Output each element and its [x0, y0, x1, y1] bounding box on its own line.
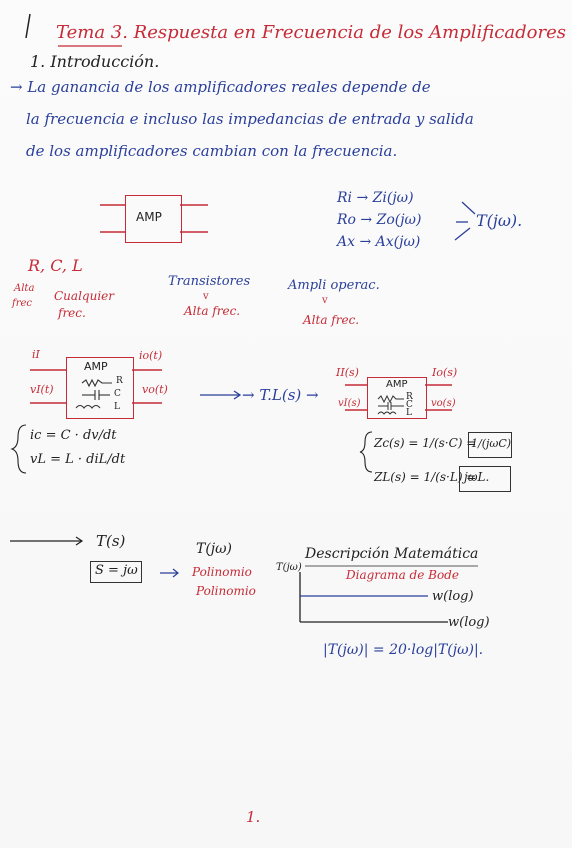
left-vi-label: vI(t): [30, 383, 54, 396]
ampli-sub: Alta frec.: [303, 313, 360, 327]
right-zl-box: [459, 466, 511, 492]
polinomio-1: Polinomio: [192, 565, 252, 579]
ts-arrow-head: [75, 536, 84, 546]
right-io-label: Io(s): [432, 366, 458, 379]
bode-label: Diagrama de Bode: [346, 568, 459, 582]
ts-label: T(s): [96, 532, 126, 550]
left-vo-label: vo(t): [142, 383, 168, 396]
right-c-label: C: [406, 400, 413, 410]
right-equation-brace: [359, 431, 373, 473]
right-r-label: R: [406, 392, 413, 402]
ampli-caret: v: [322, 295, 328, 306]
tjw-result: T(jω).: [476, 211, 523, 230]
polinomio-2: Polinomio: [196, 584, 256, 598]
left-c-label: C: [114, 389, 121, 399]
rcl-alta: Alta: [14, 283, 35, 294]
bode-axes: [299, 572, 448, 623]
bode-formula: |T(jω)| = 20·log|T(jω)|.: [323, 642, 484, 658]
right-zc-box-value: 1/(jωC): [471, 437, 512, 450]
right-ii-label: II(s): [336, 366, 359, 379]
right-l-label: L: [406, 408, 412, 418]
descripcion-label: Descripción Matemática: [305, 546, 479, 562]
right-eq-zc: Zc(s) = 1/(s·C) =: [374, 436, 477, 450]
tl-arrow-head: [233, 390, 242, 400]
map-ri: Ri → Zi(jω): [337, 190, 414, 206]
transistores-sub: Alta frec.: [184, 304, 241, 318]
bode-wlog-upper: w(log): [432, 589, 474, 604]
right-circuit-wiring: [345, 384, 452, 411]
page-number: 1.: [246, 808, 261, 826]
margin-slash: [25, 13, 31, 39]
amp-block: [125, 195, 182, 243]
left-circuit-wiring: [30, 369, 162, 404]
page-title: Tema 3. Respuesta en Frecuencia de los A…: [56, 22, 566, 43]
ampli-label: Ampli operac.: [288, 278, 380, 293]
map-ro: Ro → Zo(jω): [337, 212, 422, 228]
left-eq-ic: ic = C · dv/dt: [30, 428, 117, 443]
intro-line-3: de los amplificadores cambian con la fre…: [26, 142, 398, 160]
amp-block-label: AMP: [136, 210, 162, 224]
bode-y-axis-label: T(jω): [276, 562, 302, 573]
bode-wlog-lower: w(log): [448, 615, 490, 630]
left-amp-label: AMP: [84, 360, 108, 373]
map-ax: Ax → Ax(jω): [337, 234, 421, 250]
left-ii-label: iI: [32, 348, 40, 361]
tl-label: → T.L(s) →: [242, 386, 319, 404]
right-amp-label: AMP: [386, 379, 408, 390]
right-vi-label: vI(s): [338, 398, 361, 409]
amp-block-leads: [100, 204, 208, 233]
left-circuit-elements: [75, 378, 112, 409]
intro-line-1: → La ganancia de los amplificadores real…: [10, 78, 431, 96]
s-eq-label: S = jω: [95, 563, 138, 578]
right-zc-box: [468, 432, 512, 458]
left-l-label: L: [114, 402, 120, 412]
rcl-title: R, C, L: [28, 256, 83, 275]
s-eq-box: [90, 561, 142, 583]
right-zl-box-value: jωL.: [464, 470, 490, 484]
left-amp-box: [66, 357, 134, 419]
intro-line-2: la frecuencia e incluso las impedancias …: [26, 110, 474, 128]
rcl-cualquier: Cualquier: [54, 289, 114, 303]
right-eq-zl: ZL(s) = 1/(s·L) =: [374, 470, 477, 484]
left-equation-brace: [10, 424, 27, 474]
rcl-frec: frec: [12, 298, 32, 309]
tjw-label: T(jω): [196, 541, 233, 557]
tjw-arrows: [454, 201, 476, 241]
transistores-label: Transistores: [168, 274, 251, 289]
right-circuit-elements: [377, 394, 404, 415]
left-r-label: R: [116, 376, 123, 386]
left-eq-vl: vL = L · diL/dt: [30, 452, 126, 467]
left-io-label: io(t): [139, 349, 163, 362]
right-vo-label: vo(s): [431, 398, 456, 409]
section-heading: 1. Introducción.: [30, 52, 160, 71]
right-amp-box: [367, 377, 427, 419]
rcl-frec2: frec.: [58, 306, 86, 320]
poly-arrow-head: [172, 568, 179, 578]
transistores-caret: v: [203, 291, 209, 302]
